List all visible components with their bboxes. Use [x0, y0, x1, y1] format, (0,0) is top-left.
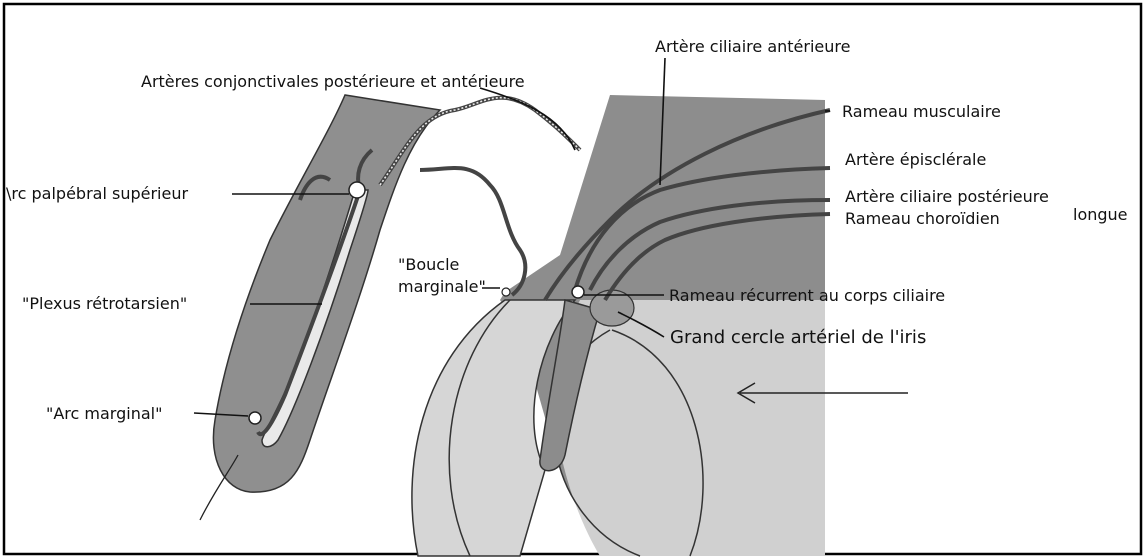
label-plexus: "Plexus rétrotarsien": [22, 294, 187, 313]
label-rameau-choroidien: Rameau choroïdien: [845, 209, 1000, 228]
arc-palpebral-node: [349, 182, 365, 198]
arc-marginal-node: [249, 412, 261, 424]
label-rameau-recurrent: Rameau récurrent au corps ciliaire: [669, 286, 945, 305]
ciliary-node: [572, 286, 584, 298]
label-grand-cercle: Grand cercle artériel de l'iris: [670, 327, 926, 348]
label-ciliaire-posterieure: Artère ciliaire postérieure: [845, 187, 1049, 206]
label-conjonctivales: Artères conjonctivales postérieure et an…: [141, 72, 525, 91]
label-arc-marginal: "Arc marginal": [46, 404, 162, 423]
label-ciliaire-anterieure: Artère ciliaire antérieure: [655, 37, 850, 56]
label-longue: longue: [1073, 205, 1128, 224]
label-rameau-musculaire: Rameau musculaire: [842, 102, 1001, 121]
label-episclerale: Artère épisclérale: [845, 150, 986, 169]
boucle-node: [502, 288, 510, 296]
label-boucle-line1: "Boucle: [398, 255, 459, 274]
label-boucle-line2: marginale": [398, 277, 486, 296]
label-arc-palpebral: \rc palpébral supérieur: [6, 184, 188, 203]
